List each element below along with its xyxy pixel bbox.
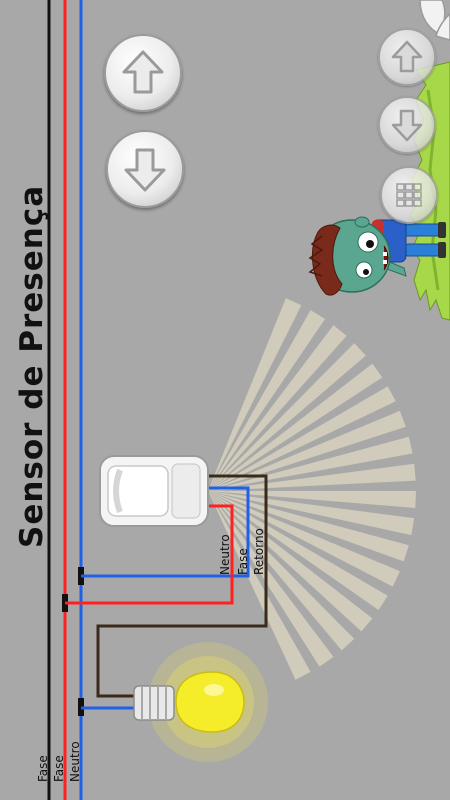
wire-label-neutro: Neutro: [68, 741, 82, 782]
cone-ray: [208, 491, 409, 562]
return-wire: [96, 474, 268, 698]
move-down-button[interactable]: [106, 130, 184, 208]
sensor-label-fase: Fase: [236, 548, 250, 575]
down-arrow-icon: [124, 148, 166, 192]
move-up-button[interactable]: [104, 34, 182, 112]
up-arrow-icon: [391, 40, 423, 73]
wire-label-fase-2: Fase: [52, 755, 66, 782]
grid-icon: [396, 183, 422, 207]
cone-ray: [208, 310, 325, 491]
sensor-label-retorno: Retorno: [252, 528, 266, 575]
cone-ray: [208, 363, 383, 491]
cone-ray: [208, 343, 366, 491]
camera-down-button[interactable]: [378, 96, 436, 154]
cone-ray: [208, 491, 400, 587]
cone-ray: [208, 491, 355, 651]
cone-ray: [208, 410, 406, 491]
camera-up-button[interactable]: [378, 28, 436, 86]
cone-ray: [208, 463, 416, 491]
page-title: Sensor de Presença: [14, 184, 50, 548]
up-arrow-icon: [122, 50, 164, 94]
menu-grid-button[interactable]: [380, 166, 438, 224]
detection-cone: [208, 298, 416, 680]
wire-label-fase-1: Fase: [36, 755, 50, 782]
down-arrow-icon: [391, 109, 423, 142]
cone-ray: [208, 491, 416, 508]
cone-ray: [208, 491, 334, 667]
presence-sensor: [99, 455, 209, 527]
neutral-wire-to-sensor: [81, 486, 250, 578]
sensor-label-neutro: Neutro: [218, 534, 232, 575]
cone-ray: [208, 491, 415, 536]
cone-ray: [208, 386, 396, 491]
phase-wire-to-sensor: [65, 504, 234, 605]
cone-ray: [208, 298, 302, 491]
cone-ray: [208, 491, 388, 610]
bunny-ears: [419, 0, 450, 41]
cone-ray: [208, 325, 347, 491]
light-bulb: [133, 642, 268, 762]
cone-ray: [208, 491, 311, 680]
zombie-character: [308, 216, 446, 296]
